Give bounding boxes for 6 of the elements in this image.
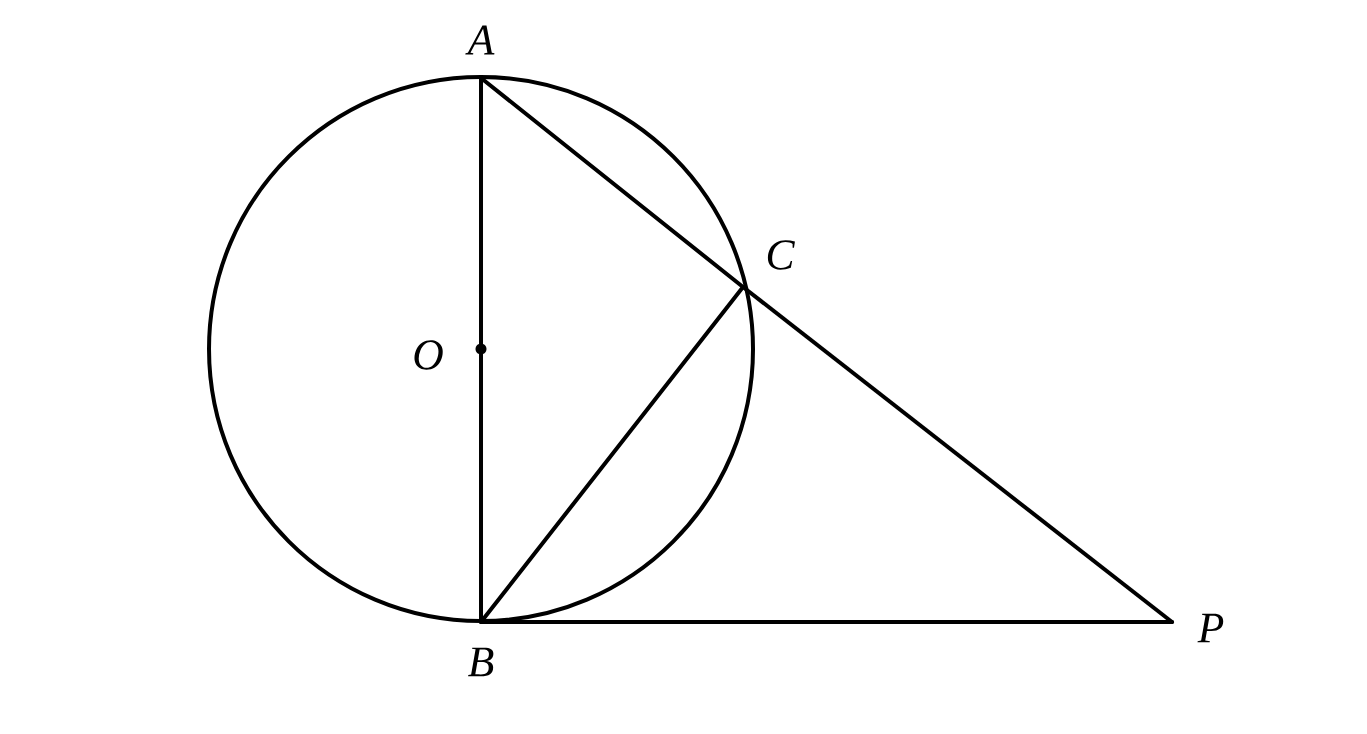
point-label: O [414, 340, 443, 370]
line-segment [479, 620, 1174, 624]
point-label: B [468, 647, 494, 677]
point-label: C [767, 240, 795, 270]
point-label: A [465, 25, 495, 55]
point-label: P [1197, 613, 1224, 643]
